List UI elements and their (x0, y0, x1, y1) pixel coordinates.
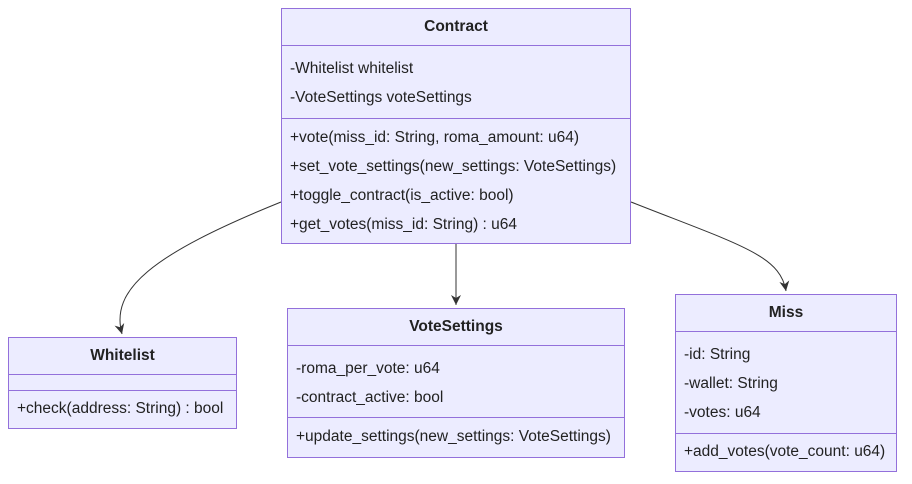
edge-contract-miss (630, 201, 790, 292)
class-miss-title: Miss (676, 295, 896, 332)
attribute-roma-per-vote: -roma_per_vote: u64 (296, 360, 440, 377)
method-update-settings: +update_settings(new_settings: VoteSetti… (296, 428, 611, 445)
attribute-contract-active: -contract_active: bool (296, 389, 444, 406)
method-check: +check(address: String) : bool (17, 400, 224, 417)
class-whitelist-methods: +check(address: String) : bool (9, 391, 236, 423)
method-vote: +vote(miss_id: String, roma_amount: u64) (290, 129, 580, 146)
edge-contract-whitelist (114, 201, 282, 335)
class-contract-methods: +vote(miss_id: String, roma_amount: u64)… (282, 119, 630, 239)
class-whitelist[interactable]: Whitelist +check(address: String) : bool (8, 337, 237, 429)
class-whitelist-attributes (9, 375, 236, 391)
class-votesettings-methods: +update_settings(new_settings: VoteSetti… (288, 418, 624, 451)
class-contract[interactable]: Contract -Whitelist whitelist -VoteSetti… (281, 8, 631, 244)
class-contract-title: Contract (282, 9, 630, 46)
class-miss-methods: +add_votes(vote_count: u64) (676, 434, 896, 466)
method-get-votes: +get_votes(miss_id: String) : u64 (290, 216, 518, 233)
attribute-votes: -votes: u64 (684, 404, 761, 421)
attribute-wallet: -wallet: String (684, 375, 778, 392)
class-whitelist-title: Whitelist (9, 338, 236, 375)
class-votesettings-title: VoteSettings (288, 309, 624, 346)
attribute-votesettings: -VoteSettings voteSettings (290, 89, 472, 106)
class-miss[interactable]: Miss -id: String -wallet: String -votes:… (675, 294, 897, 472)
method-set-vote-settings: +set_vote_settings(new_settings: VoteSet… (290, 158, 617, 175)
method-toggle-contract: +toggle_contract(is_active: bool) (290, 187, 514, 204)
method-add-votes: +add_votes(vote_count: u64) (684, 443, 886, 460)
class-miss-attributes: -id: String -wallet: String -votes: u64 (676, 332, 896, 434)
attribute-id: -id: String (684, 346, 751, 363)
class-votesettings[interactable]: VoteSettings -roma_per_vote: u64 -contra… (287, 308, 625, 458)
class-contract-attributes: -Whitelist whitelist -VoteSettings voteS… (282, 46, 630, 119)
class-votesettings-attributes: -roma_per_vote: u64 -contract_active: bo… (288, 346, 624, 418)
attribute-whitelist: -Whitelist whitelist (290, 60, 414, 77)
